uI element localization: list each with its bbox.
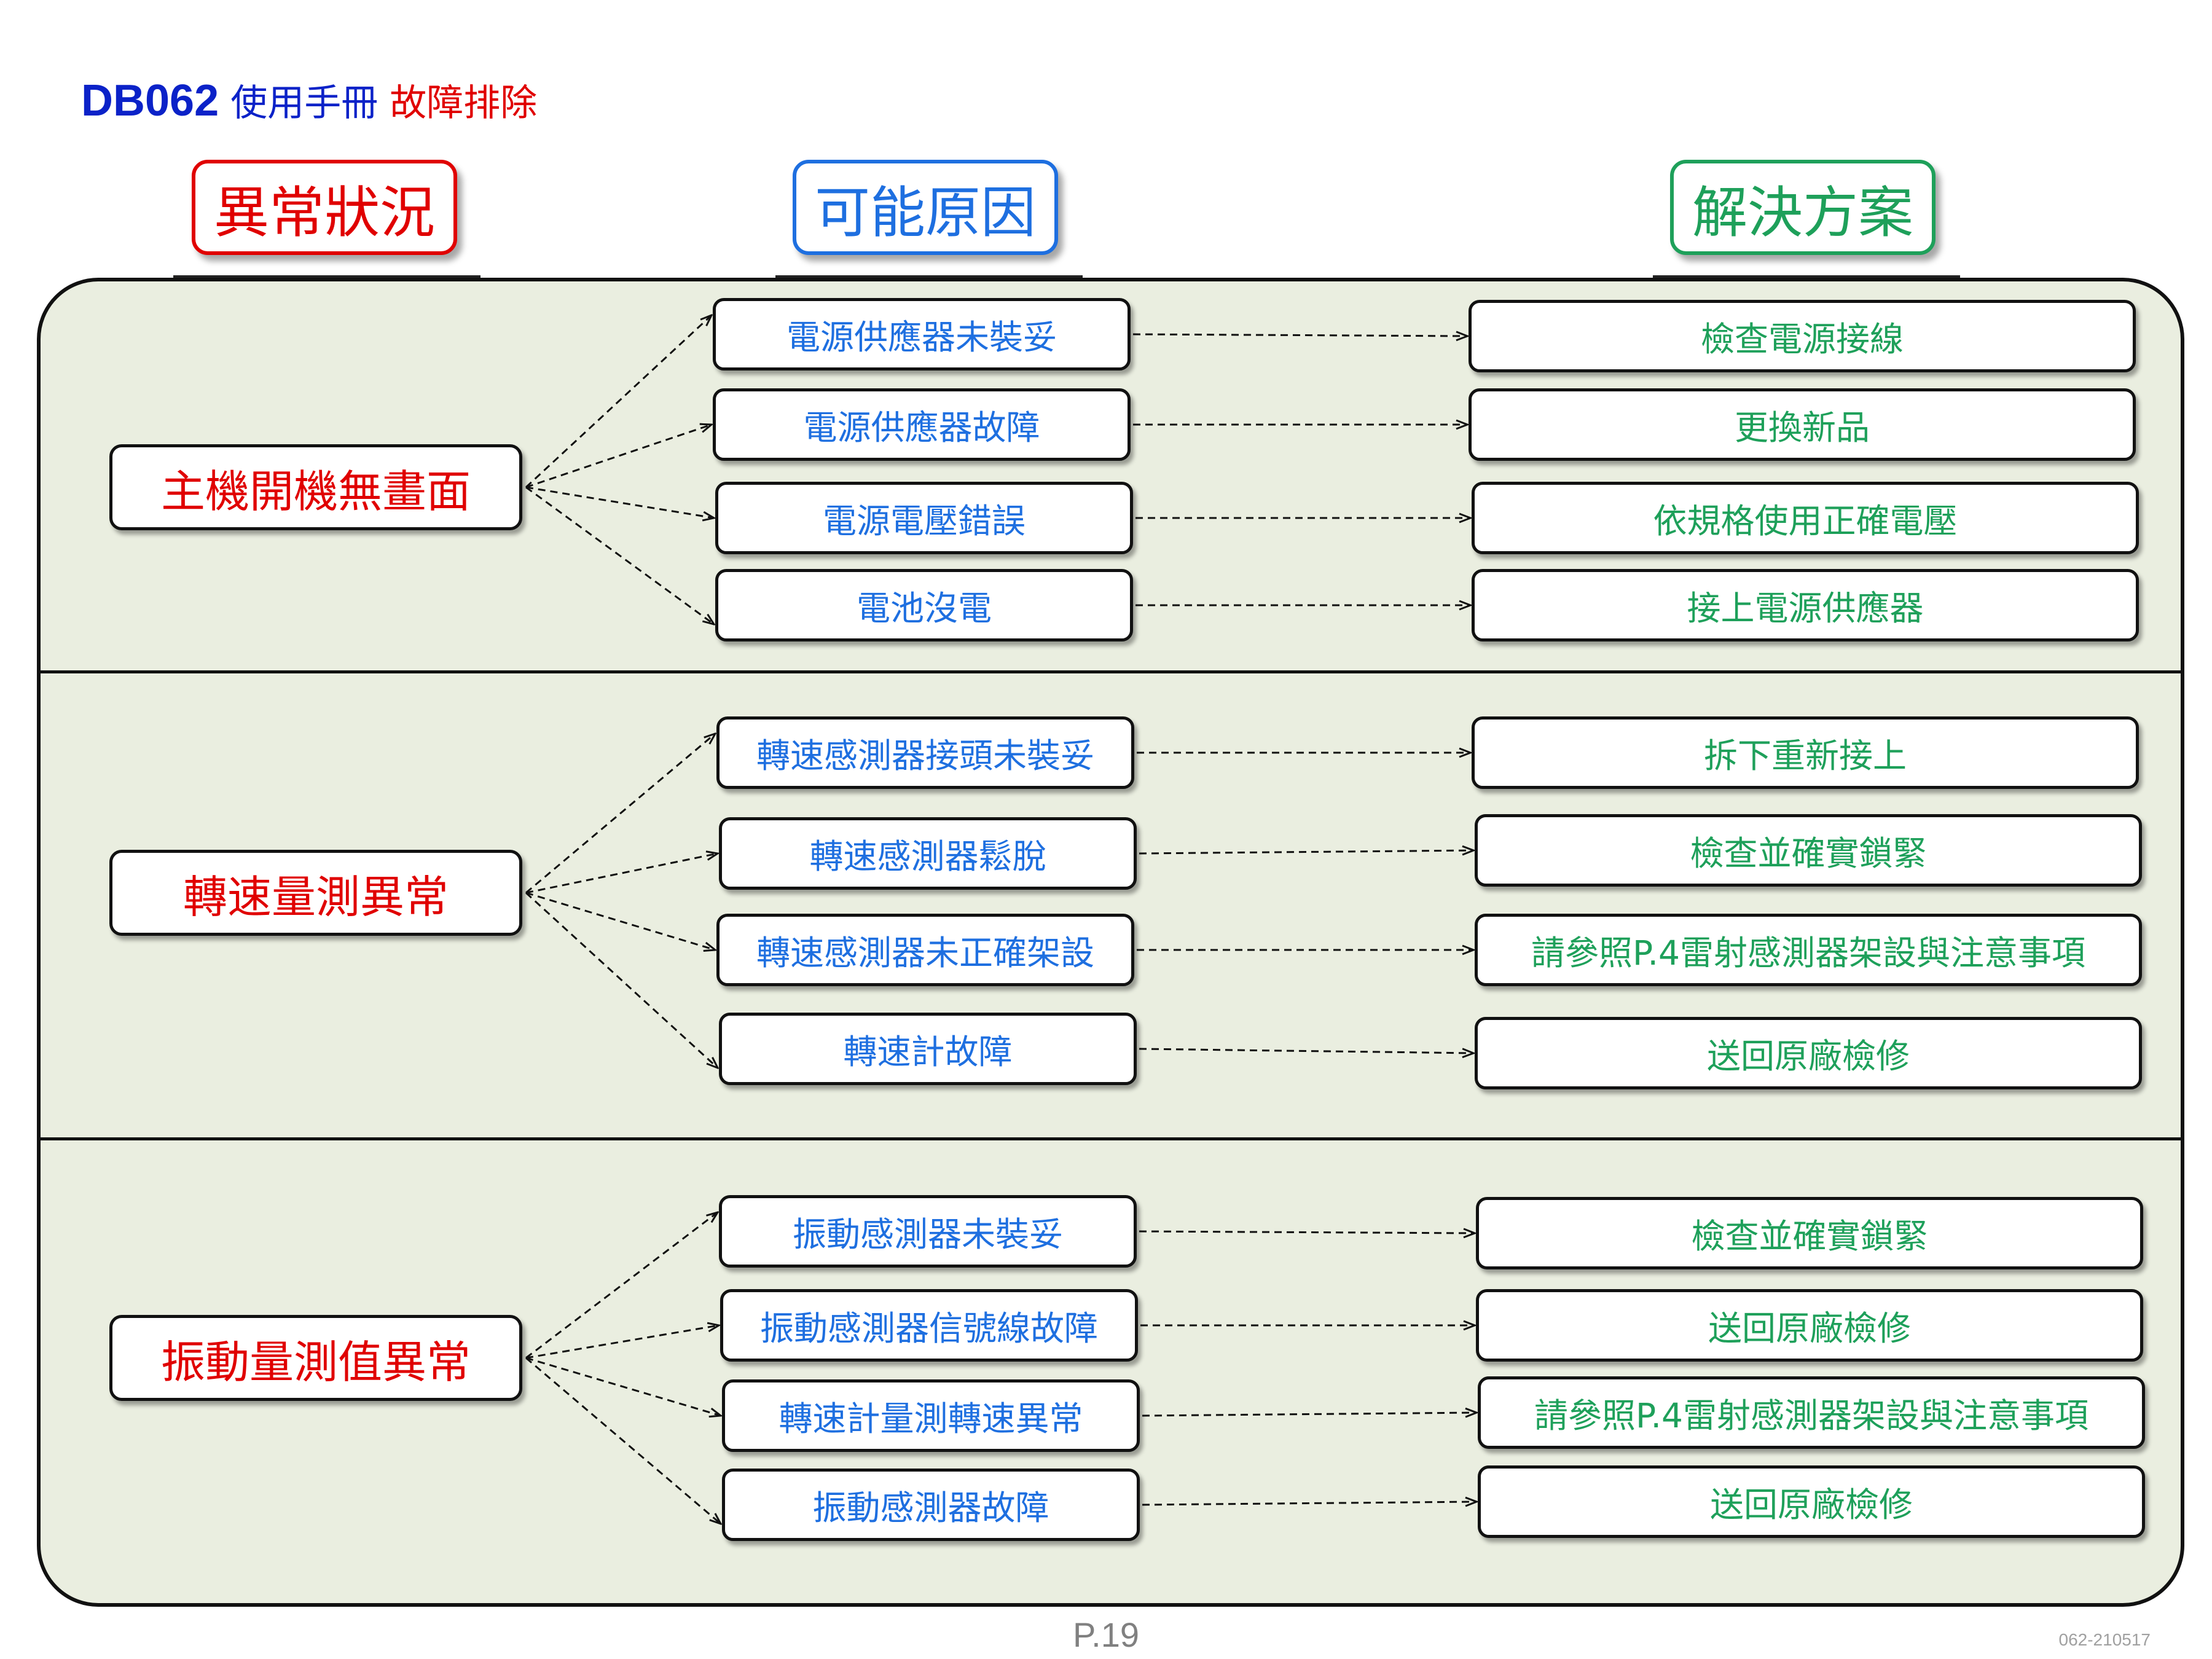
cause-box: 振動感測器信號線故障	[720, 1289, 1138, 1362]
header-underline	[775, 275, 1083, 278]
dashed-arrow	[525, 734, 715, 894]
dashed-arrow	[1142, 1413, 1477, 1416]
header-underline	[1653, 275, 1960, 278]
solution-box: 請參照P.4雷射感測器架設與注意事項	[1478, 1376, 2145, 1449]
dashed-arrow	[1139, 1049, 1473, 1053]
solution-box: 更換新品	[1469, 388, 2136, 461]
dashed-arrow	[1132, 334, 1467, 336]
dashed-arrow	[525, 1325, 719, 1359]
header-cause: 可能原因	[793, 160, 1058, 255]
cause-box: 電源供應器故障	[713, 388, 1131, 461]
dashed-arrow	[525, 853, 718, 894]
dashed-arrow	[1139, 850, 1473, 853]
cause-box: 振動感測器故障	[722, 1469, 1140, 1541]
manual-label: 使用手冊	[230, 82, 378, 125]
page-number: P.19	[1073, 1615, 1139, 1654]
dashed-arrow	[525, 486, 714, 518]
solution-box: 檢查並確實鎖緊	[1476, 1197, 2143, 1269]
solution-box: 依規格使用正確電壓	[1472, 482, 2139, 554]
cause-box: 電源電壓錯誤	[715, 482, 1133, 554]
solution-box: 送回原廠檢修	[1475, 1017, 2142, 1089]
cause-box: 轉速計量測轉速異常	[722, 1379, 1140, 1452]
model-number: DB062	[81, 76, 219, 125]
symptom-box: 主機開機無畫面	[109, 444, 522, 530]
dashed-arrow	[525, 1357, 721, 1416]
cause-box: 轉速計故障	[719, 1013, 1137, 1085]
group-divider	[41, 670, 2181, 673]
cause-box: 轉速感測器鬆脫	[719, 817, 1137, 890]
document-code: 062-210517	[2058, 1630, 2151, 1649]
cause-box: 振動感測器未裝妥	[719, 1195, 1137, 1268]
cause-box: 轉速感測器接頭未裝妥	[716, 716, 1134, 789]
dashed-arrow	[525, 486, 714, 624]
solution-box: 拆下重新接上	[1472, 716, 2139, 789]
dashed-arrow	[1142, 1502, 1477, 1505]
cause-box: 轉速感測器未正確架設	[716, 914, 1134, 986]
header-underline	[173, 275, 480, 278]
group-divider	[41, 1137, 2181, 1140]
header-symptom: 異常狀況	[192, 160, 457, 255]
cause-box: 電池沒電	[715, 569, 1133, 641]
symptom-box: 振動量測值異常	[109, 1315, 522, 1401]
solution-box: 送回原廠檢修	[1478, 1465, 2145, 1538]
solution-box: 請參照P.4雷射感測器架設與注意事項	[1475, 914, 2142, 986]
dashed-arrow	[525, 1212, 718, 1359]
solution-box: 接上電源供應器	[1472, 569, 2139, 641]
document-title: DB062 使用手冊 故障排除	[81, 79, 537, 123]
dashed-arrow	[525, 315, 712, 488]
solution-box: 檢查電源接線	[1469, 300, 2136, 372]
dashed-arrow	[525, 425, 712, 488]
cause-box: 電源供應器未裝妥	[713, 298, 1131, 371]
section-label: 故障排除	[390, 82, 538, 125]
solution-box: 檢查並確實鎖緊	[1475, 814, 2142, 887]
dashed-arrow	[525, 1357, 721, 1524]
symptom-box: 轉速量測異常	[109, 850, 522, 936]
header-solution: 解決方案	[1670, 160, 1936, 255]
solution-box: 送回原廠檢修	[1476, 1289, 2143, 1362]
dashed-arrow	[1139, 1231, 1475, 1233]
dashed-arrow	[525, 892, 718, 1068]
dashed-arrow	[525, 892, 715, 950]
